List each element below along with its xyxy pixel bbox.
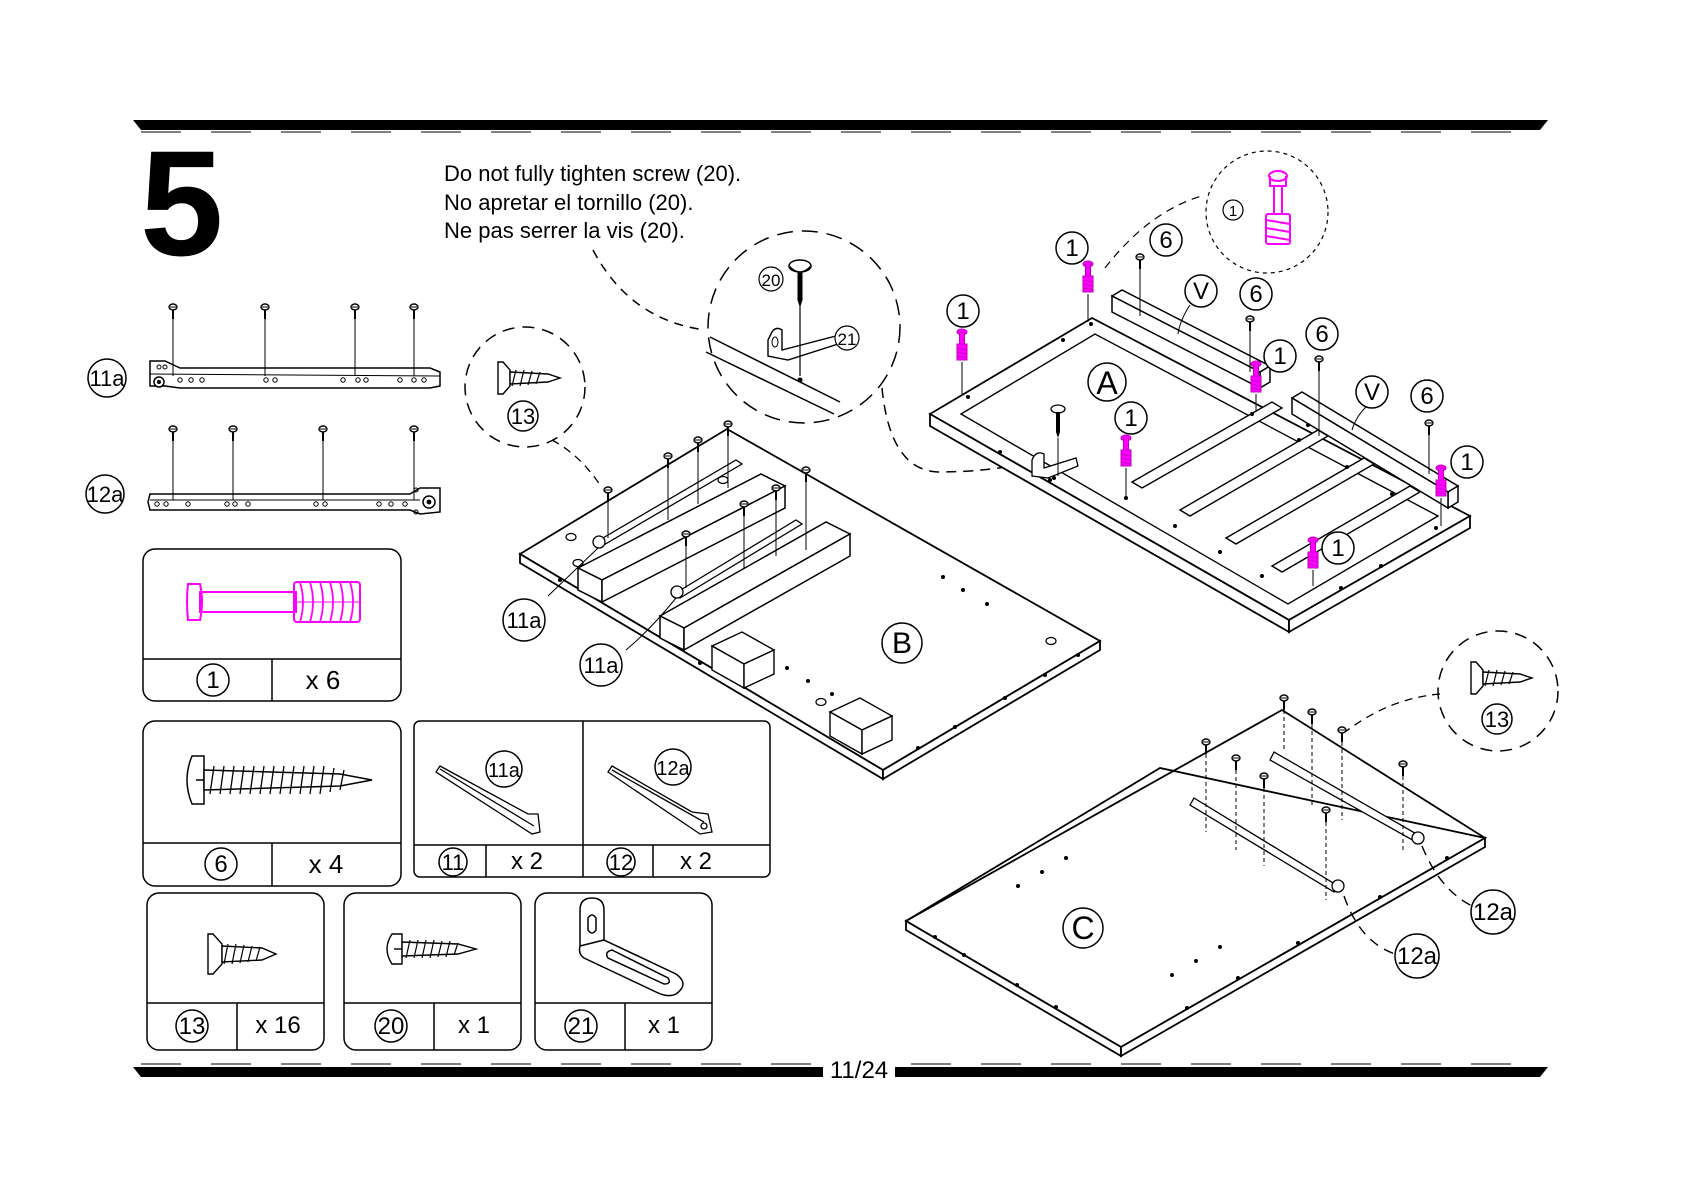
svg-text:A: A bbox=[1096, 365, 1118, 401]
svg-text:1: 1 bbox=[1065, 235, 1078, 262]
panel-c: C bbox=[906, 695, 1485, 1056]
svg-text:12a: 12a bbox=[656, 758, 690, 780]
svg-text:x 2: x 2 bbox=[511, 848, 543, 875]
detail-screw-13-left: 13 bbox=[465, 327, 600, 485]
part-box-13: 13 x 16 bbox=[147, 893, 324, 1050]
svg-text:x 1: x 1 bbox=[458, 1012, 490, 1039]
svg-text:6: 6 bbox=[1159, 227, 1172, 254]
detail-screw-13-right: 13 bbox=[1345, 631, 1558, 751]
step-number: 5 bbox=[140, 128, 219, 278]
svg-text:12a: 12a bbox=[1397, 943, 1438, 970]
svg-text:13: 13 bbox=[511, 404, 535, 429]
svg-text:1: 1 bbox=[1229, 203, 1237, 220]
page-number: 11/24 bbox=[823, 1056, 895, 1086]
svg-text:11a: 11a bbox=[89, 366, 125, 391]
part-box-6: 6 x 4 bbox=[143, 721, 401, 886]
svg-text:11a: 11a bbox=[488, 760, 521, 782]
svg-text:6: 6 bbox=[214, 851, 227, 878]
svg-text:12a: 12a bbox=[87, 482, 124, 507]
rail-12a-diagram bbox=[148, 426, 440, 514]
svg-text:x 6: x 6 bbox=[306, 665, 341, 695]
svg-text:20: 20 bbox=[762, 271, 781, 290]
rail-11a-callout-1: 11a bbox=[503, 599, 545, 641]
svg-text:21: 21 bbox=[838, 330, 857, 349]
note-spanish: No apretar el tornillo (20). bbox=[444, 189, 741, 218]
svg-text:6: 6 bbox=[1249, 281, 1262, 308]
svg-text:1: 1 bbox=[206, 667, 219, 694]
svg-text:11a: 11a bbox=[583, 653, 619, 678]
panel-a: A bbox=[930, 254, 1470, 632]
svg-text:6: 6 bbox=[1420, 383, 1433, 410]
svg-text:6: 6 bbox=[1315, 321, 1328, 348]
header-bar bbox=[133, 120, 1548, 132]
rail-12a-callout-2: 12a bbox=[1395, 934, 1439, 978]
svg-text:13: 13 bbox=[179, 1013, 206, 1040]
svg-text:12a: 12a bbox=[1473, 899, 1514, 926]
svg-text:B: B bbox=[892, 627, 912, 660]
part-box-20: 20 x 1 bbox=[344, 893, 521, 1050]
svg-text:x 4: x 4 bbox=[309, 849, 344, 879]
rail-11a-callout-2: 11a bbox=[580, 644, 622, 686]
part-box-21: 21 x 1 bbox=[535, 893, 712, 1050]
svg-text:1: 1 bbox=[1273, 343, 1286, 370]
svg-text:x 2: x 2 bbox=[680, 848, 712, 875]
svg-text:11a: 11a bbox=[506, 608, 542, 633]
svg-text:1: 1 bbox=[1460, 449, 1473, 476]
svg-text:21: 21 bbox=[568, 1013, 595, 1040]
svg-text:x 16: x 16 bbox=[255, 1012, 300, 1039]
svg-text:V: V bbox=[1193, 278, 1209, 305]
svg-text:V: V bbox=[1364, 379, 1380, 406]
svg-text:1: 1 bbox=[1124, 405, 1137, 432]
rail-11a-label: 11a bbox=[88, 359, 126, 397]
assembly-note: Do not fully tighten screw (20). No apre… bbox=[444, 160, 741, 246]
part-box-1: 1 x 6 bbox=[143, 549, 401, 701]
part-box-11-12: 11a 12a 11 x 2 12 x 2 bbox=[414, 721, 770, 877]
svg-text:x 1: x 1 bbox=[648, 1012, 680, 1039]
svg-text:11: 11 bbox=[442, 850, 465, 875]
svg-text:13: 13 bbox=[1485, 707, 1509, 732]
svg-text:12: 12 bbox=[609, 850, 633, 875]
rail-12a-label: 12a bbox=[86, 475, 124, 513]
svg-text:20: 20 bbox=[378, 1013, 405, 1040]
svg-text:1: 1 bbox=[956, 298, 969, 325]
rail-11a-diagram bbox=[150, 304, 440, 388]
svg-text:C: C bbox=[1071, 910, 1094, 946]
svg-text:1: 1 bbox=[1331, 535, 1344, 562]
note-leader-line bbox=[593, 250, 705, 330]
rail-12a-callout-1: 12a bbox=[1471, 890, 1515, 934]
note-english: Do not fully tighten screw (20). bbox=[444, 160, 741, 189]
note-french: Ne pas serrer la vis (20). bbox=[444, 217, 741, 246]
